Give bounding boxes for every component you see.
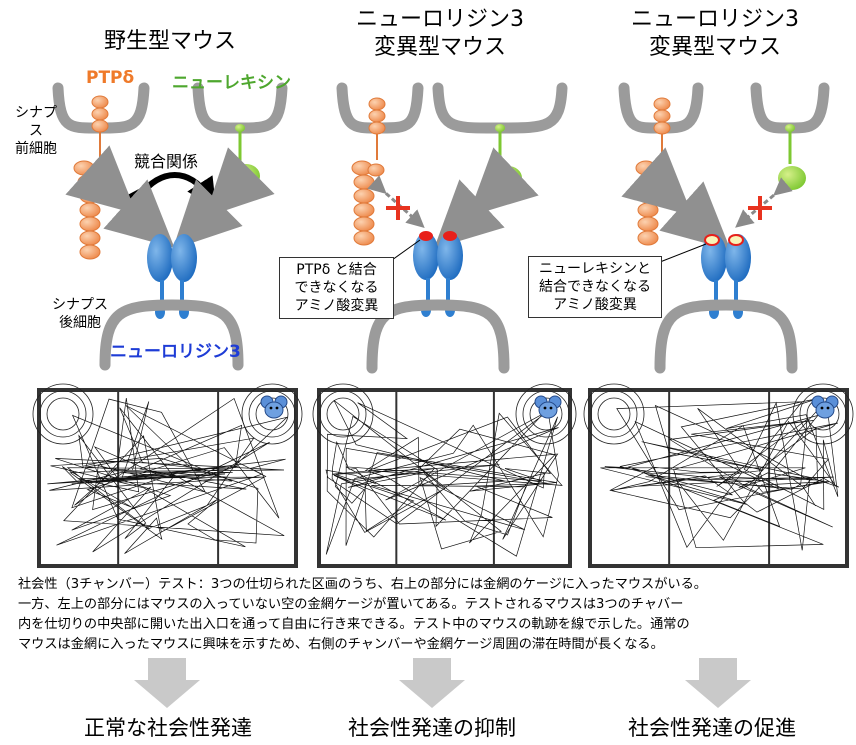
neuroligin3-label: ニューロリジン3 [110,342,241,362]
neurexin-label: ニューレキシン [172,73,291,93]
mouse-trajectory [47,397,289,554]
mutant1-title: ニューロリジン3 変異型マウス [356,7,524,60]
blocked-cross-m2 [748,196,772,220]
presynaptic-cell-label: シナプス 前細胞 [15,105,57,157]
result-mutant1: 社会性発達の抑制 [348,716,516,740]
mouse-trajectory [325,400,563,557]
mutant2-synapse [618,82,830,374]
binding-arrow-nrx [172,147,275,250]
cage-circle [515,383,577,445]
mouse-icon [811,395,839,419]
cage-circle [590,390,638,438]
result-arrows [134,658,751,708]
mutant2-callout: ニューレキシンと 結合できなくなる アミノ酸変異 [528,256,662,318]
ptp-delta-protein [91,95,109,160]
binding-arrow-ptp-m2 [621,147,731,251]
blocked-cross [386,196,410,220]
mutant2-title: ニューロリジン3 変異型マウス [631,7,799,60]
wild-type-title: 野生型マウス [103,29,236,54]
cage-circle [248,390,296,438]
postsynaptic-membrane [99,299,244,371]
cage-circle [241,383,303,445]
cage-circle [326,397,360,431]
cage-circle [32,383,94,445]
cage-circle [583,383,645,445]
chamber-test-wild [37,388,298,568]
cage-circle [319,390,367,438]
test-description: 社会性（3チャンバー）テスト：3つの仕切られた区画のうち、右上の部分には金網のケ… [18,577,707,652]
chamber-mutant2-interior [583,383,854,564]
ptp-delta-label: PTPδ [86,68,135,88]
chamber-test-mutant2 [588,388,849,568]
wild-type-synapse [52,82,288,371]
mouse-trajectory [600,398,839,551]
cage-circle [597,397,631,431]
mutant1-synapse [336,82,568,374]
mutant1-callout: PTPδ と結合 できなくなる アミノ酸変異 [279,257,394,319]
result-mutant2: 社会性発達の促進 [628,716,796,740]
chamber-mutant1-interior [312,383,577,564]
mouse-icon [534,395,562,419]
cage-circle [46,397,80,431]
neuroligin3-protein [147,234,197,319]
cage-circle [799,390,847,438]
binding-arrow-nrx-m1 [433,147,539,249]
postsynaptic-cell-label: シナプス 後細胞 [52,297,108,331]
result-wild: 正常な社会性発達 [84,716,252,740]
chamber-wild-interior [32,383,303,564]
mouse-icon [260,395,288,419]
cage-circle [522,390,570,438]
cage-circle [39,390,87,438]
binding-arrow-ptp [65,145,175,249]
competition-label: 競合関係 [134,152,199,171]
